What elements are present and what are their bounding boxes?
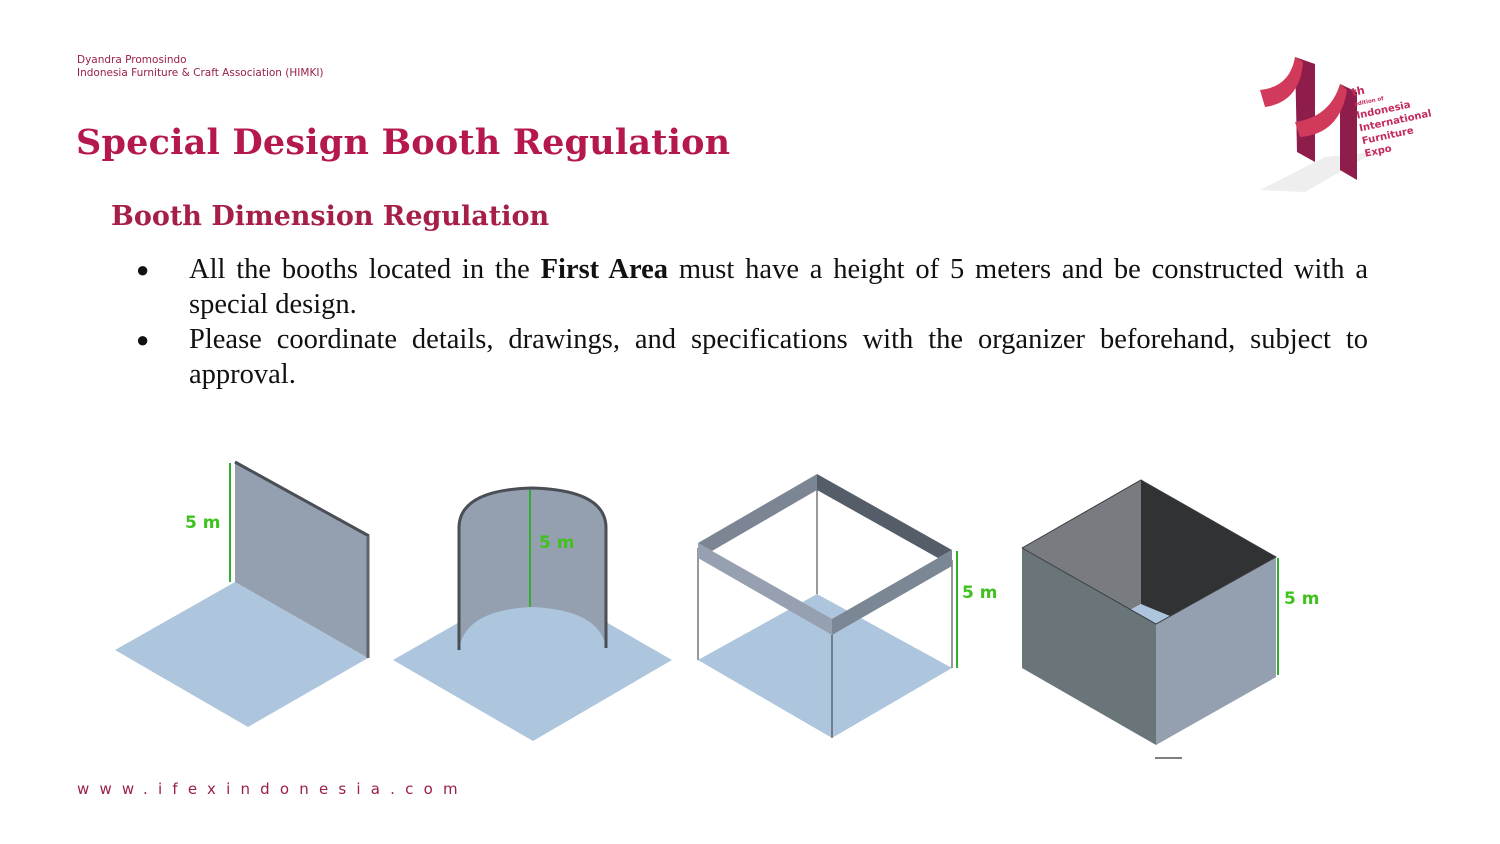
wall: [235, 462, 368, 658]
floor: [115, 582, 368, 727]
curved-wall: [459, 488, 606, 650]
ifex-logo: th edition of Indonesia International Fu…: [1260, 57, 1433, 192]
single-wall-diagram: 5 m: [115, 460, 370, 727]
bullet-icon: ●: [136, 257, 150, 282]
height-label: 5 m: [962, 583, 997, 603]
organizer-info: Dyandra Promosindo Indonesia Furniture &…: [77, 54, 324, 80]
height-label: 5 m: [185, 513, 220, 533]
logo-suffix: th: [1350, 84, 1366, 99]
curved-wall-diagram: 5 m: [393, 486, 672, 741]
height-label: 5 m: [1284, 589, 1319, 609]
list-item: ● Please coordinate details, drawings, a…: [136, 324, 1368, 390]
closed-box-diagram: 5 m: [1021, 479, 1319, 759]
page-title: Special Design Booth Regulation: [76, 122, 731, 163]
floor: [698, 594, 952, 738]
list-item: ● All the booths located in the First Ar…: [136, 254, 1368, 320]
first-area-emphasis: First Area: [540, 254, 669, 285]
height-label: 5 m: [539, 533, 574, 553]
right-face: [1156, 557, 1276, 745]
open-frame-diagram: 5 m: [697, 474, 997, 738]
left-face: [1022, 548, 1156, 745]
bullet-icon: ●: [136, 327, 150, 352]
section-heading: Booth Dimension Regulation: [111, 201, 550, 232]
organizer-line-2: Indonesia Furniture & Craft Association …: [77, 67, 324, 79]
regulation-list: ● All the booths located in the First Ar…: [136, 252, 1368, 392]
website-link[interactable]: www.ifexindonesia.com: [77, 780, 468, 798]
organizer-line-1: Dyandra Promosindo: [77, 54, 187, 66]
